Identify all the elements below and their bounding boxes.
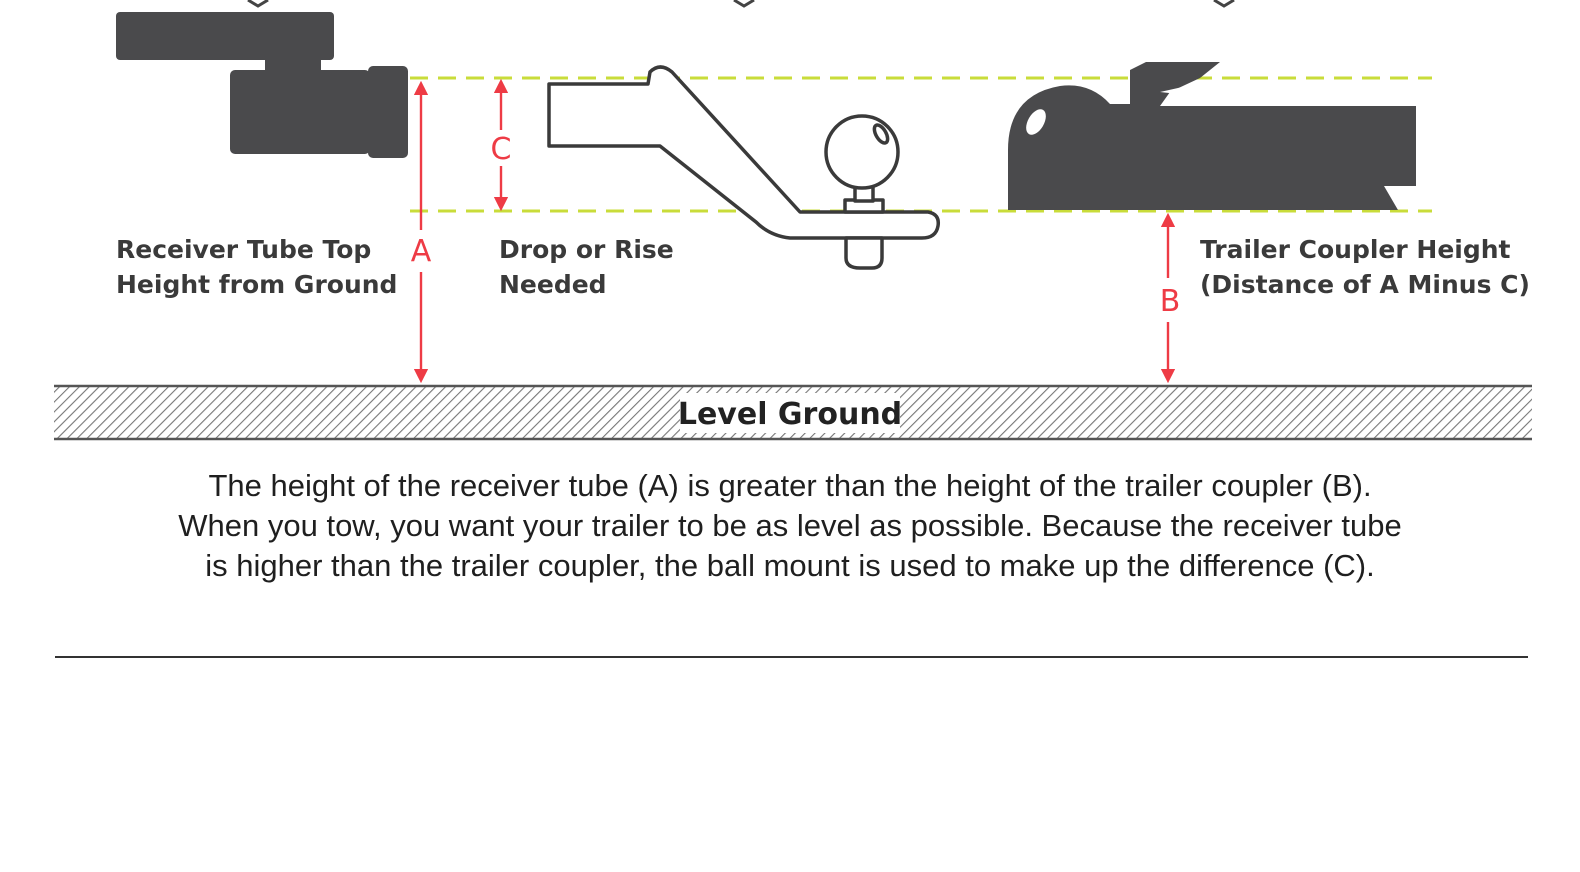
drop-label-line2: Needed	[499, 270, 607, 299]
letter-b: B	[1160, 284, 1181, 319]
receiver-tube-illustration	[116, 12, 408, 158]
ball-mount-illustration	[547, 65, 941, 270]
explanation-caption: The height of the receiver tube (A) is g…	[60, 466, 1520, 586]
trailer-coupler-illustration	[1008, 62, 1416, 210]
drop-label-line1: Drop or Rise	[499, 235, 674, 264]
caption-line-3: is higher than the trailer coupler, the …	[205, 548, 1375, 583]
letter-a: A	[411, 234, 432, 269]
letter-c: C	[491, 132, 512, 167]
ground-label: Level Ground	[678, 397, 902, 432]
receiver-label-line1: Receiver Tube Top	[116, 235, 371, 264]
caption-line-2: When you tow, you want your trailer to b…	[178, 508, 1402, 543]
top-edge-marks	[247, 0, 1235, 8]
caption-line-1: The height of the receiver tube (A) is g…	[208, 468, 1372, 503]
level-ground: Level Ground	[54, 384, 1532, 441]
coupler-label-line2: (Distance of A Minus C)	[1200, 270, 1530, 299]
receiver-label-line2: Height from Ground	[116, 270, 397, 299]
coupler-label-line1: Trailer Coupler Height	[1200, 235, 1511, 264]
measurement-arrows	[413, 78, 1176, 384]
